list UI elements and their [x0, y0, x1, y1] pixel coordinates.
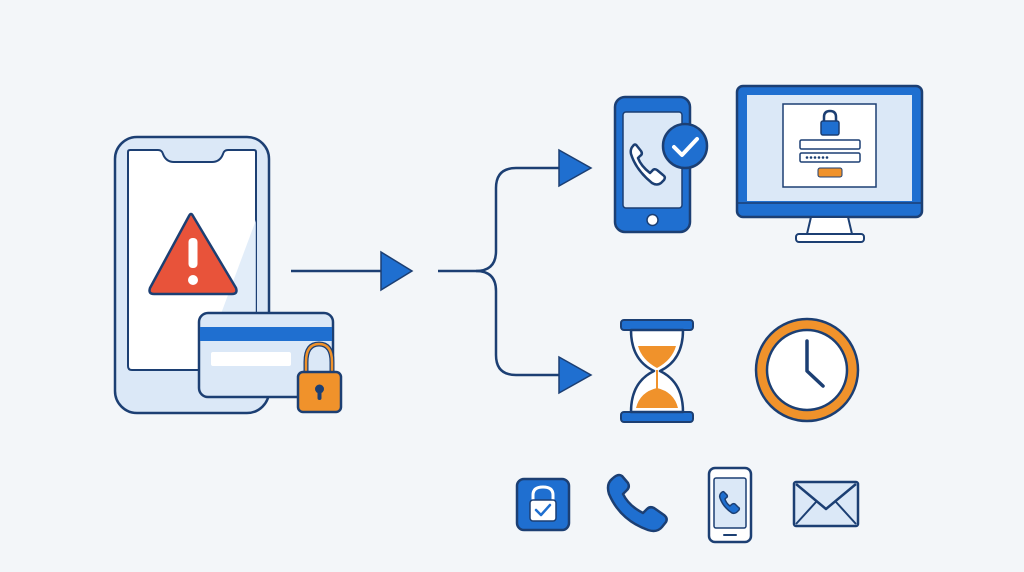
branch-connector [438, 166, 562, 377]
mobile-phone-icon [707, 466, 753, 544]
desktop-login-icon [735, 84, 924, 243]
hourglass-icon [620, 319, 694, 423]
clock-icon [754, 317, 860, 423]
branch-arrow-top [558, 148, 593, 188]
main-arrow [291, 250, 414, 292]
phone-verified-icon [613, 95, 709, 234]
padlock-icon [296, 341, 343, 414]
branch-arrow-bottom [558, 355, 593, 395]
lock-square-icon [515, 477, 571, 532]
warning-triangle-icon [148, 212, 238, 296]
envelope-icon [792, 480, 860, 528]
phone-handset-icon [606, 473, 668, 533]
